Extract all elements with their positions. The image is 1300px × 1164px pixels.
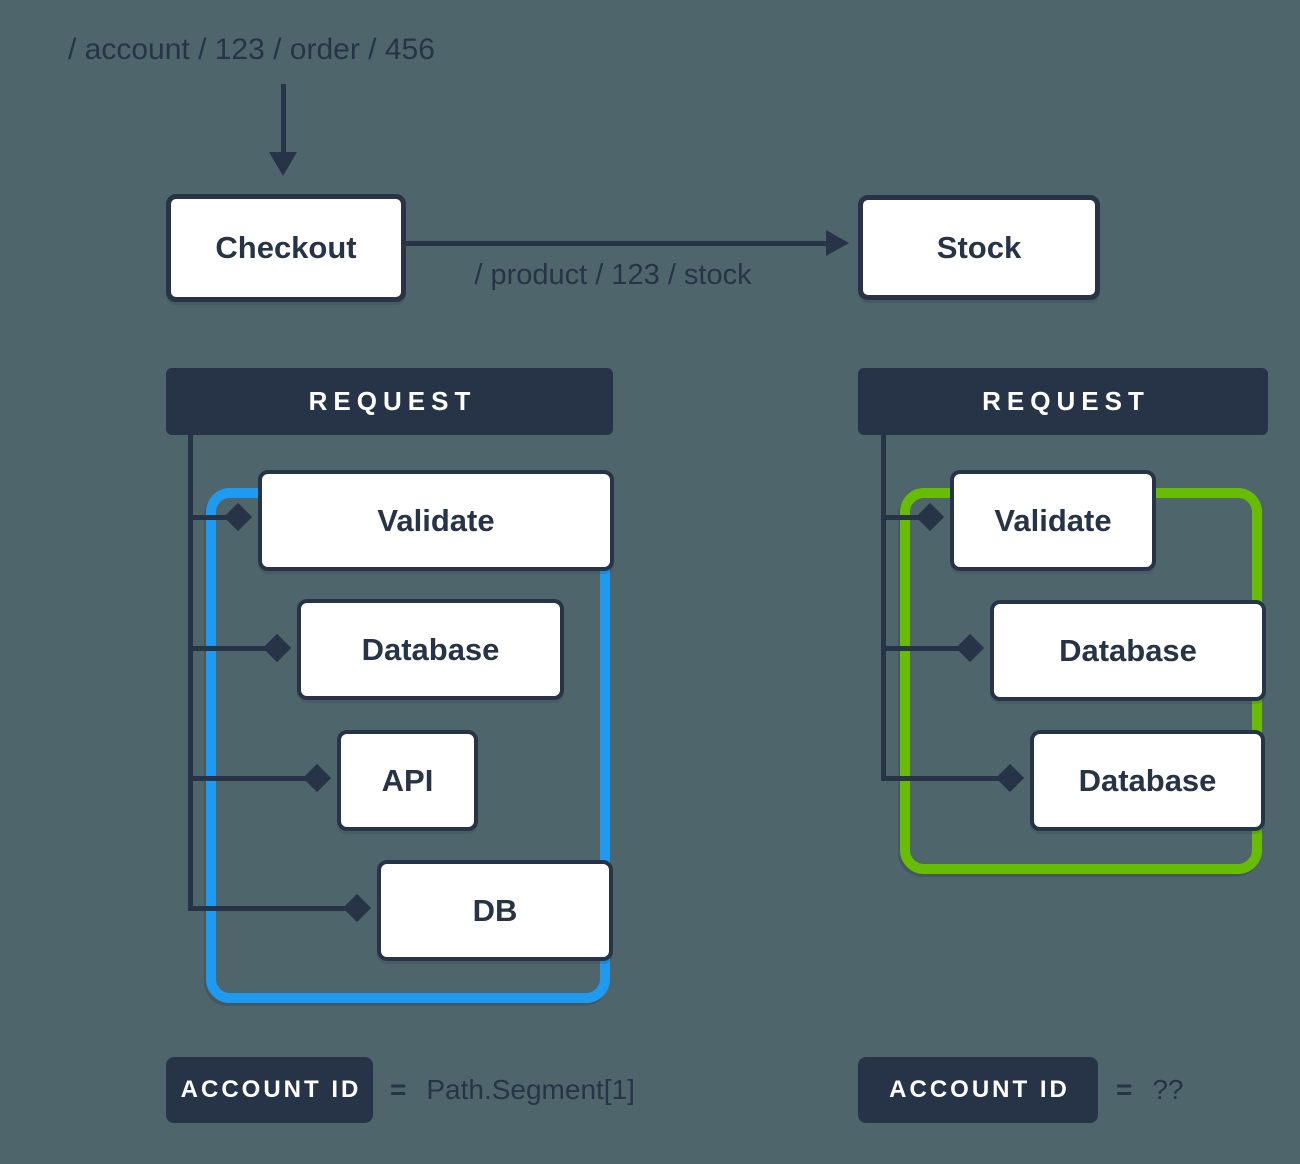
stock-node: Stock <box>858 195 1100 300</box>
checkout-node-label: Checkout <box>215 230 357 265</box>
stock-account-id-badge: ACCOUNT ID <box>858 1057 1098 1123</box>
equals-sign: = <box>1116 1074 1133 1105</box>
checkout-account-id-equation: = Path.Segment[1] <box>390 1057 635 1123</box>
stock-step-database-1: Database <box>990 600 1266 701</box>
stock-request-header: REQUEST <box>858 368 1268 435</box>
connector-line <box>188 646 279 651</box>
connector-line <box>188 906 359 911</box>
call-path-label: / product / 123 / stock <box>474 259 752 291</box>
checkout-step-database: Database <box>297 599 564 700</box>
stock-account-id-value: ?? <box>1152 1074 1184 1105</box>
connector-line <box>881 646 972 651</box>
checkout-step-db: DB <box>377 860 613 961</box>
step-label: Database <box>1059 632 1197 668</box>
checkout-step-api: API <box>337 730 478 831</box>
step-label: Database <box>1078 762 1217 798</box>
checkout-node: Checkout <box>166 194 406 302</box>
checkout-trace-spine-line <box>188 434 193 911</box>
step-label: API <box>381 762 434 798</box>
request-arrow-line <box>397 241 829 246</box>
stock-node-label: Stock <box>936 229 1022 265</box>
down-arrow-head-icon <box>269 152 297 176</box>
stock-step-database-2: Database <box>1030 730 1265 831</box>
stock-trace-spine-line <box>881 434 886 781</box>
step-label: Database <box>361 631 500 667</box>
step-label: Validate <box>994 502 1112 538</box>
stock-account-id-equation: = ?? <box>1116 1057 1184 1123</box>
incoming-path-label: / account / 123 / order / 456 <box>68 33 435 66</box>
connector-line <box>188 515 240 520</box>
stock-step-validate: Validate <box>950 470 1156 571</box>
step-label: Validate <box>377 502 495 538</box>
equals-sign: = <box>390 1074 407 1105</box>
down-arrow-line <box>281 84 286 154</box>
checkout-account-id-value: Path.Segment[1] <box>426 1074 635 1105</box>
step-label: DB <box>472 892 518 928</box>
checkout-account-id-badge: ACCOUNT ID <box>166 1057 373 1123</box>
connector-line <box>881 776 1012 781</box>
checkout-request-header: REQUEST <box>166 368 613 435</box>
checkout-step-validate: Validate <box>258 470 614 571</box>
connector-line <box>188 776 319 781</box>
connector-line <box>881 515 932 520</box>
request-arrow-head-icon <box>826 230 849 256</box>
